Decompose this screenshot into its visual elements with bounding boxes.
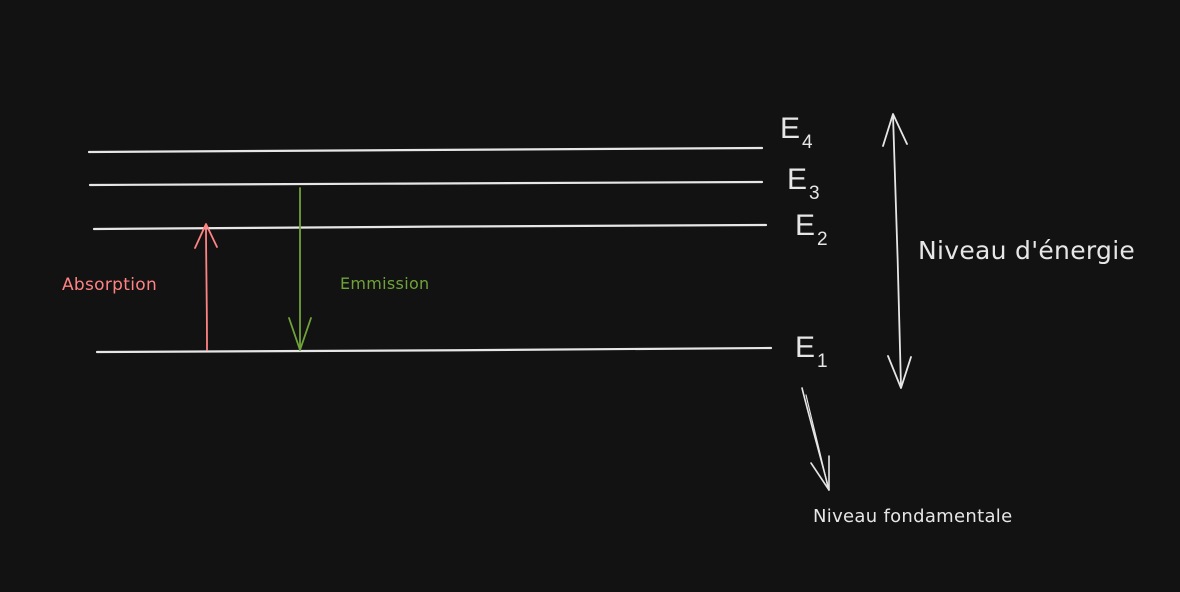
energy-axis-label: Niveau d'énergie: [918, 236, 1136, 265]
level-letter: E: [780, 112, 801, 145]
level-letter: E: [787, 163, 808, 196]
energy-level-line-e4: [87, 146, 764, 154]
emission-label: Emmission: [340, 274, 430, 293]
absorption-label: Absorption: [62, 275, 158, 295]
level-letter: E: [795, 331, 816, 364]
level-subscript: 2: [817, 229, 828, 250]
level-subscript: 3: [809, 183, 820, 204]
energy-axis-arrow: [882, 113, 912, 389]
level-subscript: 1: [817, 351, 828, 372]
emission-arrow: [288, 187, 312, 351]
energy-level-line-e3: [88, 180, 764, 187]
level-letter: E: [795, 209, 816, 242]
ground-state-label: Niveau fondamentale: [813, 506, 1013, 527]
absorption-arrow: [194, 223, 218, 351]
energy-level-line-e2: [92, 223, 768, 231]
level-subscript: 4: [802, 132, 813, 153]
energy-level-line-e1: [95, 346, 773, 354]
ground-state-arrow: [801, 387, 830, 491]
